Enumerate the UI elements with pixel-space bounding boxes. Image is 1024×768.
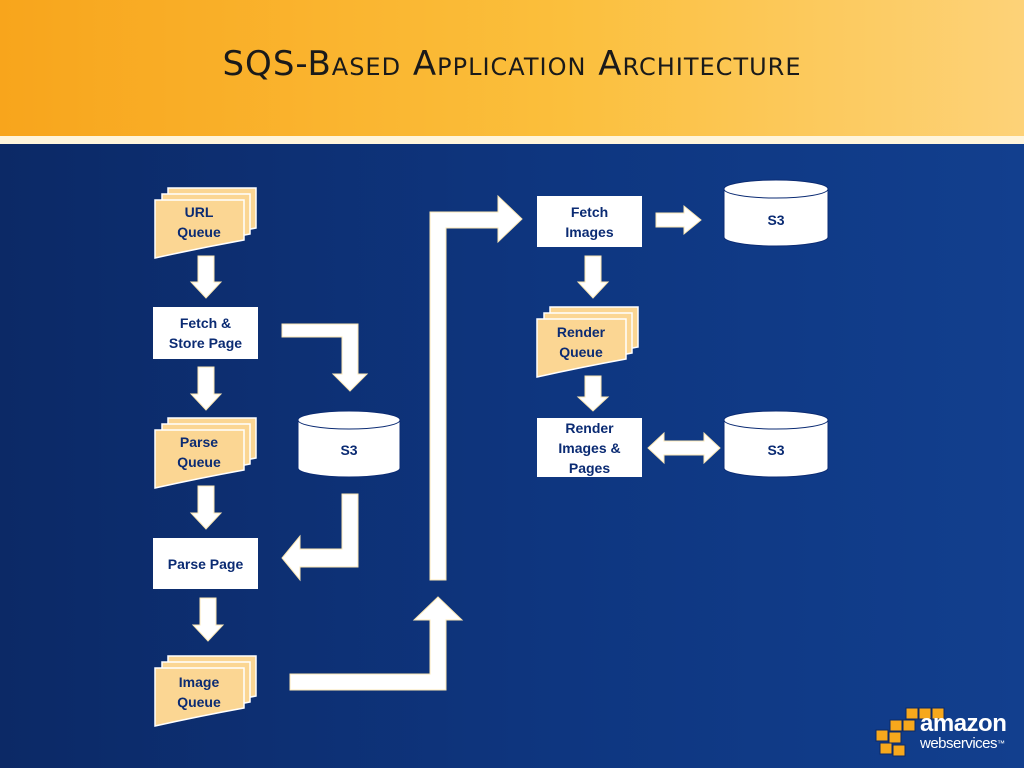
s3-top-right-cylinder xyxy=(723,179,829,247)
arrow-down-fetch-images-to-render-queue xyxy=(576,255,610,299)
aws-logo-tm: ™ xyxy=(997,739,1005,748)
s3-top-right-label: S3 xyxy=(767,212,785,228)
arrow-up-to-fetch-images xyxy=(429,194,523,581)
arrow-render-s3-bidirectional xyxy=(647,431,721,465)
render-images-pages-box: Render Images & Pages xyxy=(537,418,642,477)
arrow-down-parse-page-to-image-queue xyxy=(191,597,225,642)
url-queue-icon xyxy=(154,187,257,259)
fetch-images-box: Fetch Images xyxy=(537,196,642,247)
title-bar xyxy=(0,0,1024,136)
arrow-down-url-to-fetch xyxy=(189,255,223,299)
arrow-fetch-to-s3 xyxy=(281,323,369,392)
parse-page-box: Parse Page xyxy=(153,538,258,589)
title-divider xyxy=(0,136,1024,144)
fetch-store-page-label: Fetch & Store Page xyxy=(168,315,243,351)
slide-title: SQS-Based Application Architecture xyxy=(222,44,802,84)
image-queue-icon xyxy=(154,655,257,727)
render-queue-icon xyxy=(536,306,639,378)
s3-mid-right-label: S3 xyxy=(767,442,785,458)
arrow-down-parse-queue-to-parse-page xyxy=(189,485,223,530)
url-queue-label: URL Queue xyxy=(177,204,221,240)
aws-logo-sub-text: webservices xyxy=(920,735,998,752)
fetch-store-page-box: Fetch & Store Page xyxy=(153,307,258,359)
arrow-fetch-images-to-s3 xyxy=(655,204,702,236)
render-queue-label: Render Queue xyxy=(556,324,606,360)
arrow-image-queue-to-fetch-images xyxy=(289,596,464,691)
aws-logo-sub: webservices™ xyxy=(920,736,1006,752)
image-queue-label: Image Queue xyxy=(177,674,221,710)
parse-queue-icon xyxy=(154,417,257,489)
render-images-pages-label: Render Images & Pages xyxy=(558,419,621,476)
arrow-down-render-queue-to-render xyxy=(576,375,610,412)
arrow-s3-to-parse-page xyxy=(281,493,359,582)
s3-left-cylinder xyxy=(297,410,401,478)
s3-left-label: S3 xyxy=(340,442,358,458)
arrow-down-fetch-to-parse-queue xyxy=(189,366,223,411)
aws-logo-icon xyxy=(875,707,945,757)
aws-logo-brand: amazon xyxy=(920,710,1007,737)
parse-queue-label: Parse Queue xyxy=(177,434,221,470)
parse-page-label: Parse Page xyxy=(167,555,244,572)
aws-logo: amazon webservices™ xyxy=(920,710,1007,752)
s3-mid-right-cylinder xyxy=(723,410,829,478)
fetch-images-label: Fetch Images xyxy=(565,203,614,240)
